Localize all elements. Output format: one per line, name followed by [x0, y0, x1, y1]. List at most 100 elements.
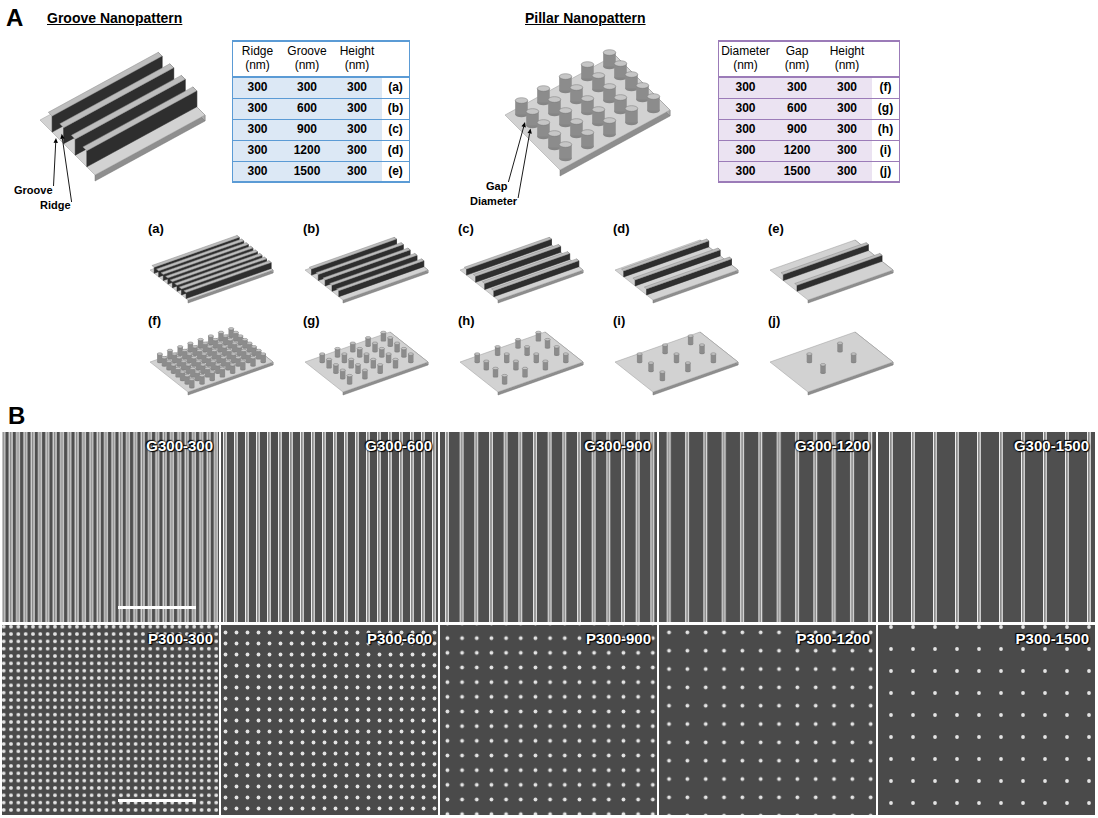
pillar-top — [378, 364, 383, 366]
sample-label: P300-1500 — [1016, 630, 1089, 647]
pillar-top — [371, 358, 376, 360]
table-cell: 900 — [772, 120, 822, 141]
pillar-top — [200, 364, 205, 366]
pillar-top — [660, 371, 665, 373]
arrow-head — [54, 138, 58, 143]
pillar-top — [570, 85, 583, 91]
pillar-top — [559, 74, 572, 80]
table-cell: 300 — [332, 78, 382, 99]
pillar-top — [206, 356, 211, 358]
leader-line — [508, 127, 523, 182]
sem-panel: P300-900 — [440, 625, 657, 815]
pillar-top — [603, 84, 616, 90]
pillar-top — [537, 86, 550, 92]
table-cell: 300 — [822, 99, 872, 120]
pillar-top — [401, 347, 406, 349]
pillar-top — [581, 62, 594, 68]
table-header: Height (nm) — [822, 40, 872, 78]
sem-ground — [659, 432, 876, 622]
table-cell: 300 — [822, 78, 872, 99]
pillar-top — [381, 331, 386, 333]
table-header: Ridge (nm) — [232, 40, 282, 78]
pillar-top — [554, 346, 559, 348]
pillar-top — [221, 356, 226, 358]
figure-label: (d) — [613, 222, 630, 237]
table-cell: 300 — [332, 99, 382, 120]
pillar-top — [603, 118, 616, 124]
table-cell: 300 — [718, 99, 772, 120]
row-label: (d) — [382, 141, 410, 162]
pillar-top — [216, 353, 221, 355]
pillar-top — [515, 338, 520, 340]
pillar-top — [226, 349, 231, 351]
pillar-top — [340, 369, 345, 371]
pillar-top — [225, 360, 230, 362]
panel-letter: A — [6, 4, 23, 32]
table-header: Diameter (nm) — [718, 40, 772, 78]
scale-bar — [118, 799, 196, 802]
ridge-wall — [797, 255, 882, 291]
pillar-top — [581, 130, 594, 136]
ridge-top — [795, 254, 882, 286]
plate-side — [188, 362, 273, 395]
pillar-top — [210, 371, 215, 373]
table-cell: 300 — [332, 141, 382, 162]
plate-top — [150, 332, 273, 392]
pillar-top — [408, 353, 413, 355]
ridge-top — [644, 257, 731, 289]
sem-panel: G300-1500 — [878, 432, 1095, 622]
groove-texture — [221, 432, 438, 622]
groove-texture — [2, 432, 219, 622]
pillar-top — [355, 364, 360, 366]
sem-panel-grounds — [2, 432, 1095, 815]
leader-line — [54, 143, 56, 186]
pillar-top — [251, 346, 256, 348]
pillar-top — [350, 342, 355, 344]
table-cell: 1200 — [772, 141, 822, 162]
table-cell: 300 — [232, 120, 282, 141]
pillar-texture — [2, 625, 219, 815]
pillar-top — [807, 353, 812, 355]
groove-texture — [878, 432, 1095, 622]
pillar-top — [570, 119, 583, 125]
pillar-texture — [221, 625, 438, 815]
ridge-wall — [186, 263, 271, 299]
table-cell: 300 — [822, 141, 872, 162]
pillar-top — [201, 353, 206, 355]
pillar-top — [207, 346, 212, 348]
table-cell: 300 — [332, 120, 382, 141]
table-cell — [382, 40, 410, 78]
pillar-top — [614, 61, 627, 67]
pillar-top — [388, 337, 393, 339]
pillar-top — [524, 346, 529, 348]
pillar-top — [674, 353, 679, 355]
table-cell: 300 — [718, 78, 772, 99]
pillar-top — [198, 338, 203, 340]
sample-label: G300-600 — [365, 437, 432, 454]
pillar-top — [625, 106, 638, 112]
table-header: Gap (nm) — [772, 40, 822, 78]
pillar-top — [220, 367, 225, 369]
table-cell: 300 — [332, 162, 382, 183]
ridge-wall — [647, 259, 732, 295]
pillar-top — [182, 349, 187, 351]
pillar-top — [349, 358, 354, 360]
figure-label: (a) — [148, 222, 164, 237]
table-cell: 900 — [282, 120, 332, 141]
groove-texture — [659, 432, 876, 622]
plate-top — [615, 240, 738, 300]
pillar-top — [603, 50, 616, 56]
arrow-head — [522, 122, 526, 127]
groove-texture — [440, 432, 657, 622]
pillar-top — [513, 360, 518, 362]
pillar-top — [379, 347, 384, 349]
pillar-texture — [878, 625, 1095, 815]
pillar-top — [365, 337, 370, 339]
pillar-top — [211, 360, 216, 362]
table-cell: 300 — [822, 162, 872, 183]
pillar-top — [208, 335, 213, 337]
ridge-top — [492, 259, 579, 291]
leader-line — [518, 133, 530, 198]
pillar-top — [592, 107, 605, 113]
